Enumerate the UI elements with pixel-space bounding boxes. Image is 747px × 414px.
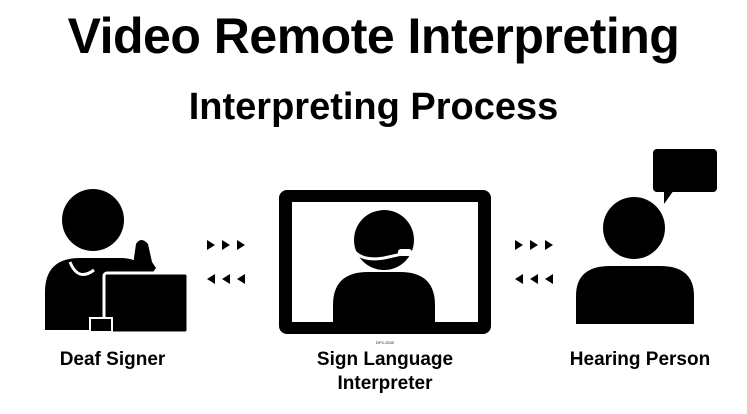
right-arrows-icon (207, 240, 245, 250)
diagram-title: Video Remote Interpreting (67, 8, 680, 64)
label-interpreter: Sign Language Interpreter (316, 349, 454, 394)
diagram-subtitle: Interpreting Process (188, 86, 559, 128)
arrows-right-left-pair (207, 240, 245, 284)
speech-bubble-icon (653, 149, 717, 204)
hearing-person-icon (576, 197, 694, 324)
screen-caption: DFS-3330 (375, 340, 395, 345)
deaf-signer-icon (45, 189, 190, 335)
label-hearing-person: Hearing Person (569, 349, 711, 370)
right-arrows-icon-2 (515, 240, 553, 250)
arrows-right-left-pair-2 (515, 240, 553, 284)
interpreter-monitor-icon (279, 190, 491, 334)
label-deaf-signer: Deaf Signer (59, 349, 166, 370)
left-arrows-icon (207, 274, 245, 284)
left-arrows-icon-2 (515, 274, 553, 284)
